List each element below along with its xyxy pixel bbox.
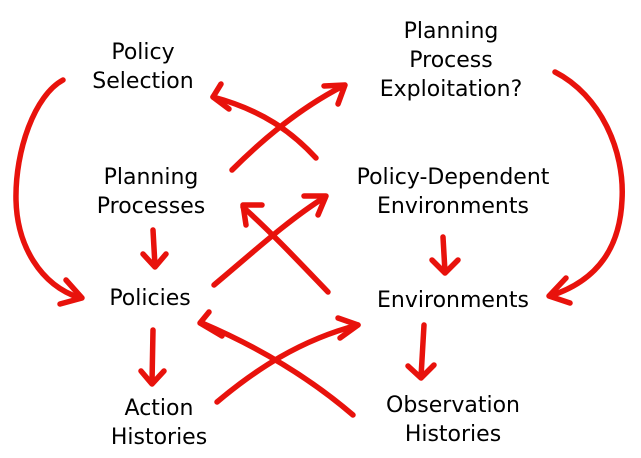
arrow-environments-to-planning-processes [240,202,331,295]
node-planning-process-exploitation: Planning Process Exploitation? [379,19,523,102]
node-planning-processes: Planning Processes [96,165,206,219]
arrow-policies-to-action-histories [138,327,167,387]
node-observation-histories: Observation Histories [386,393,520,447]
arrow-policies-to-pd-environments [211,193,329,288]
arrow-pd-environments-to-policy-selection [210,81,319,161]
node-action-histories: Action Histories [110,396,208,450]
node-environments: Environments [377,288,529,313]
arrow-planning-processes-to-exploitation [229,82,348,173]
arrow-planning-processes-to-policies [140,227,169,270]
arrow-environments-to-observation-histories [405,322,437,381]
node-policies: Policies [109,286,191,311]
arrow-observation-histories-to-policies [197,309,356,418]
arrow-action-histories-to-environments [214,315,361,405]
node-policy-selection: Policy Selection [92,40,194,94]
arrow-pd-environments-to-environments [429,234,461,276]
arrow-policy-selection-to-policies [13,77,85,307]
node-policy-dependent-environments: Policy-Dependent Environments [356,165,550,219]
arrow-exploitation-to-environments [546,69,625,306]
